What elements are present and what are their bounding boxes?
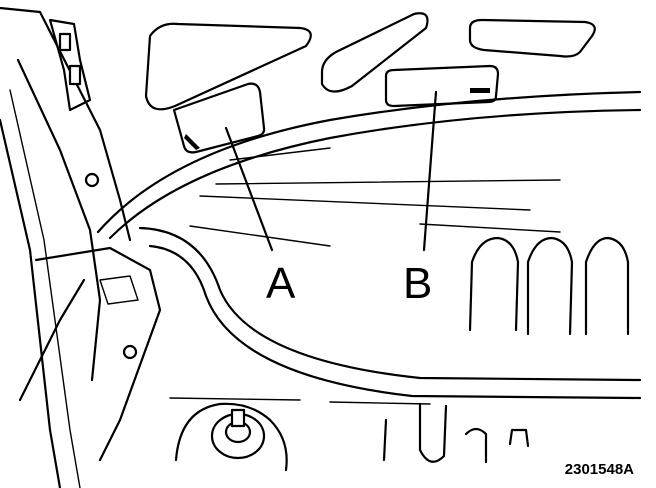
hood-rib-3 [189,225,331,247]
hood-slot-right [468,18,596,58]
fender-edge [0,118,62,488]
hood-rib-5 [419,223,561,233]
hinge-bolt-1 [84,172,100,188]
component-right-2 [464,427,530,464]
bay-edge [169,397,431,405]
vent-arch-2 [526,236,574,336]
fender-edge-2 [9,89,81,488]
callout-label-a: A [266,259,296,308]
hood-front-edge-inner [108,108,642,240]
leader-line-a [224,126,274,252]
strut-rod [18,278,86,402]
hinge-arm-inner [16,58,102,382]
hood-rib-2 [199,195,531,211]
hinge-bracket [48,18,92,112]
vent-arch-3 [584,236,630,336]
hinge-slot-1 [58,32,72,52]
figure-id: 2301548A [564,461,634,478]
hood-slot-left [144,22,312,111]
sticker-label-b [384,64,500,108]
strut-tower [174,402,288,472]
seal-hose-outer [138,226,642,382]
hinge-slot-2 [68,64,82,86]
strut-detail [99,275,139,305]
strut-body [34,246,162,462]
hood-rib-4 [229,147,331,161]
hinge-arm-outer [0,6,132,242]
hinge-bolt-2 [122,344,138,360]
sticker-label-a [172,82,266,154]
vent-arch-1 [468,236,520,332]
leader-line-b [422,90,438,252]
seal-hose-inner [148,244,642,400]
component-right-1 [382,402,448,463]
hood-rib-1 [215,179,561,185]
hood-front-edge-outer [96,90,642,234]
strut-mount-stud [230,408,246,428]
callout-label-b: B [403,259,433,308]
hood-slot-middle [320,12,429,93]
